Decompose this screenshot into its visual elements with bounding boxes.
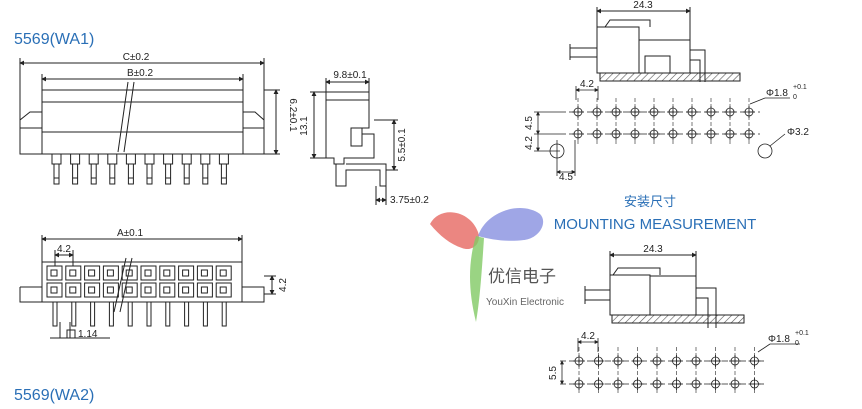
dim-pitch-4-2-bottom: 4.2	[581, 331, 595, 342]
wa2-cavity	[65, 265, 82, 281]
mounting-title-cn: 安装尺寸	[624, 195, 676, 210]
mounting-title-en: MOUNTING MEASUREMENT	[554, 216, 757, 233]
wa1-pin	[218, 153, 229, 185]
dim-24-3-bottom: 24.3	[643, 244, 663, 255]
wa2-title: 5569(WA2)	[14, 387, 94, 404]
mounting-top-holes	[572, 98, 755, 144]
wa2-cavity	[178, 265, 195, 281]
wa2-cavity	[159, 265, 176, 281]
wa2-cavities	[46, 265, 232, 327]
wa1-pin	[181, 153, 192, 185]
wa2-cavity	[84, 282, 101, 298]
wa1-pin	[125, 153, 136, 185]
wa2-cavity	[140, 265, 157, 281]
dim-4-2-vertical-top: 4.2	[524, 136, 535, 150]
youxin-logo	[430, 208, 544, 322]
wa2-pin	[202, 301, 208, 327]
dim-4-5: 4.5	[524, 116, 535, 130]
logo-name-cn: 优信电子	[488, 267, 556, 286]
dim-13-1: 13.1	[299, 116, 310, 136]
side-view	[310, 78, 398, 205]
wa2-cavity	[121, 282, 138, 298]
wa2-cavity	[159, 282, 176, 298]
wa2-pin	[165, 301, 171, 327]
tol-plus-bottom: +0.1	[795, 330, 809, 337]
wa2-cavity	[178, 282, 195, 298]
pcb-bottom	[611, 314, 745, 324]
wa2-cavity	[84, 265, 101, 281]
wa1-pin	[144, 153, 155, 185]
dim-b: B±0.2	[127, 68, 153, 79]
logo-name-en: YouXin Electronic	[486, 297, 564, 308]
wa2-front-view	[19, 235, 276, 339]
wa2-cavity	[196, 282, 213, 298]
dim-5-5-bottom: 5.5	[548, 366, 559, 380]
wa2-pin	[146, 301, 152, 327]
wa2-cavity	[121, 265, 138, 281]
wa2-pin	[52, 301, 58, 327]
wa1-pin	[200, 153, 211, 185]
wa1-pins	[51, 153, 229, 185]
wa2-cavity	[65, 282, 82, 298]
dim-phi-3-2: Φ3.2	[787, 127, 809, 138]
dim-5-5: 5.5±0.1	[397, 128, 408, 162]
wa2-cavity	[46, 282, 63, 298]
wa1-front-view	[19, 58, 280, 155]
dim-1-14: 1.14	[78, 329, 98, 340]
dim-a: A±0.1	[117, 228, 143, 239]
wa2-pin	[127, 301, 133, 327]
wa2-cavity	[215, 265, 232, 281]
wa2-cavity	[215, 282, 232, 298]
tol-zero-top: 0	[793, 94, 797, 101]
wa2-cavity	[196, 265, 213, 281]
dim-9-8: 9.8±0.1	[333, 70, 367, 81]
dim-pitch-4-2-wa2-vertical: 4.2	[278, 278, 289, 292]
dim-pitch-4-2-top: 4.2	[580, 79, 594, 90]
wa2-cavity	[102, 282, 119, 298]
pcb-top	[599, 72, 741, 82]
dim-4-5-bottom: 4.5	[559, 172, 573, 183]
wa2-cavity	[140, 282, 157, 298]
wa2-pin	[90, 301, 96, 327]
dim-pitch-4-2-wa2: 4.2	[57, 244, 71, 255]
tol-plus-top: +0.1	[793, 84, 807, 91]
wa1-pin	[107, 153, 118, 185]
dim-phi-1-8-top: Φ1.8	[766, 88, 788, 99]
wa1-pin	[163, 153, 174, 185]
dim-3-75: 3.75±0.2	[390, 195, 429, 206]
wa2-pin	[221, 301, 227, 327]
dim-phi-1-8-bottom: Φ1.8	[768, 334, 790, 345]
wa2-pin	[71, 301, 77, 327]
dim-24-3-top: 24.3	[633, 0, 653, 11]
wa2-cavity	[102, 265, 119, 281]
wa2-pin	[184, 301, 190, 327]
wa1-pin	[70, 153, 81, 185]
wa1-pin	[88, 153, 99, 185]
dim-c: C±0.2	[123, 52, 150, 63]
wa1-title: 5569(WA1)	[14, 31, 94, 48]
mounting-top-side	[569, 7, 706, 82]
dim-6-2: 6.2±0.1	[287, 98, 298, 132]
tol-zero-bottom: 0	[795, 340, 799, 347]
wa2-pin	[108, 301, 114, 327]
wa1-pin	[51, 153, 62, 185]
wa2-cavity	[46, 265, 63, 281]
mounting-bottom-holes	[573, 347, 761, 394]
